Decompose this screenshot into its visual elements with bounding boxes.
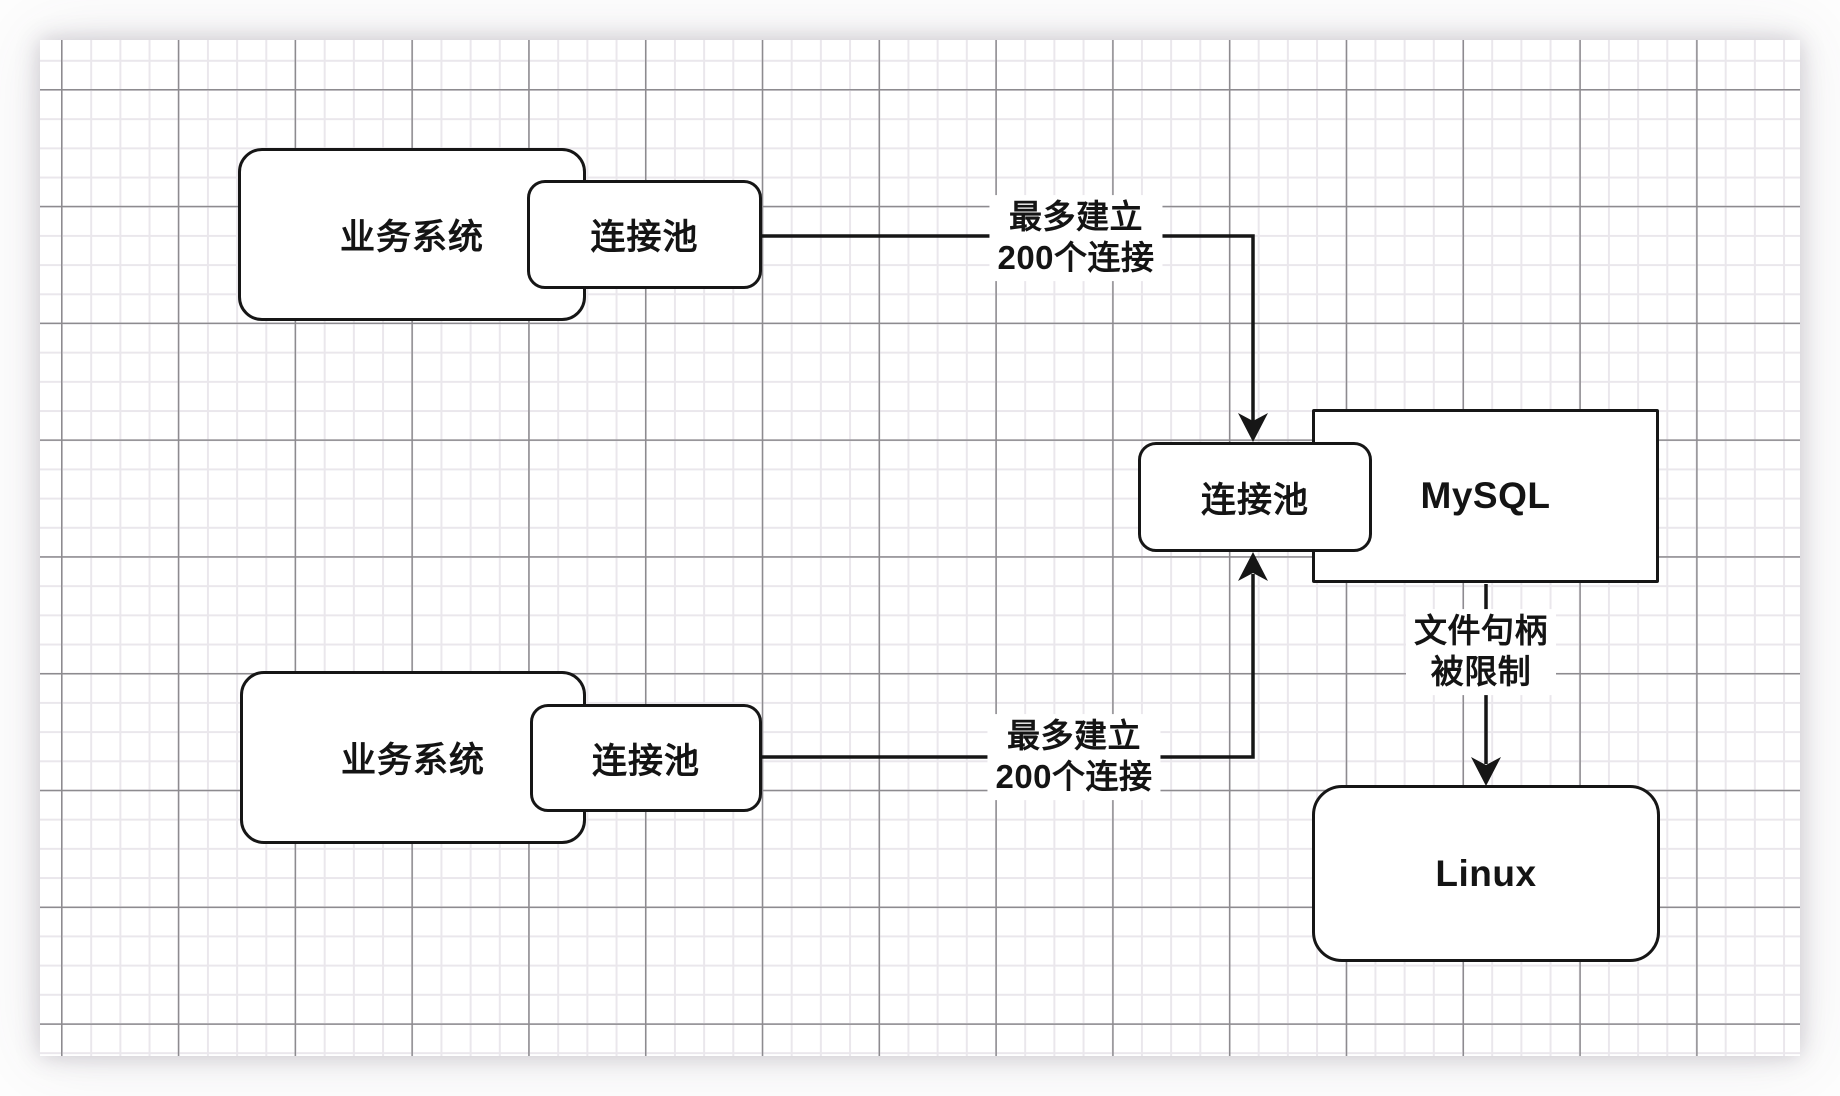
arrowhead-down-top-icon: [1238, 413, 1268, 442]
node-label: 连接池: [590, 218, 699, 257]
node-connection-pool-top[interactable]: 连接池: [527, 180, 762, 289]
edge-label-line2: 200个连接: [995, 758, 1153, 795]
node-linux[interactable]: Linux: [1312, 785, 1660, 962]
edge-label-line1: 最多建立: [1009, 198, 1143, 236]
node-label: MySQL: [1420, 475, 1551, 516]
edge-top-line[interactable]: [762, 234, 1255, 421]
edge-label-line2: 200个连接: [997, 239, 1155, 276]
arrowhead-up-icon: [1238, 552, 1268, 581]
edge-label-line2: 被限制: [1430, 653, 1532, 690]
edge-label-line1: 文件句柄: [1414, 612, 1548, 650]
arrowhead-down-linux-icon: [1471, 757, 1501, 786]
node-connection-pool-center[interactable]: 连接池: [1138, 442, 1372, 552]
edge-bottom-line[interactable]: [762, 574, 1255, 759]
node-connection-pool-bottom[interactable]: 连接池: [530, 704, 762, 812]
node-label: 连接池: [591, 741, 700, 781]
edge-label-line1: 最多建立: [1007, 717, 1141, 755]
edge-label-file-handles-limited[interactable]: 文件句柄 被限制: [1406, 609, 1556, 695]
node-label: 业务系统: [340, 741, 485, 780]
node-label: 连接池: [1200, 480, 1309, 520]
node-label: Linux: [1435, 852, 1537, 894]
node-label: 业务系统: [339, 218, 484, 257]
edge-label-max-connections-top[interactable]: 最多建立 200个连接: [989, 195, 1163, 281]
edge-label-max-connections-bottom[interactable]: 最多建立 200个连接: [987, 714, 1161, 800]
